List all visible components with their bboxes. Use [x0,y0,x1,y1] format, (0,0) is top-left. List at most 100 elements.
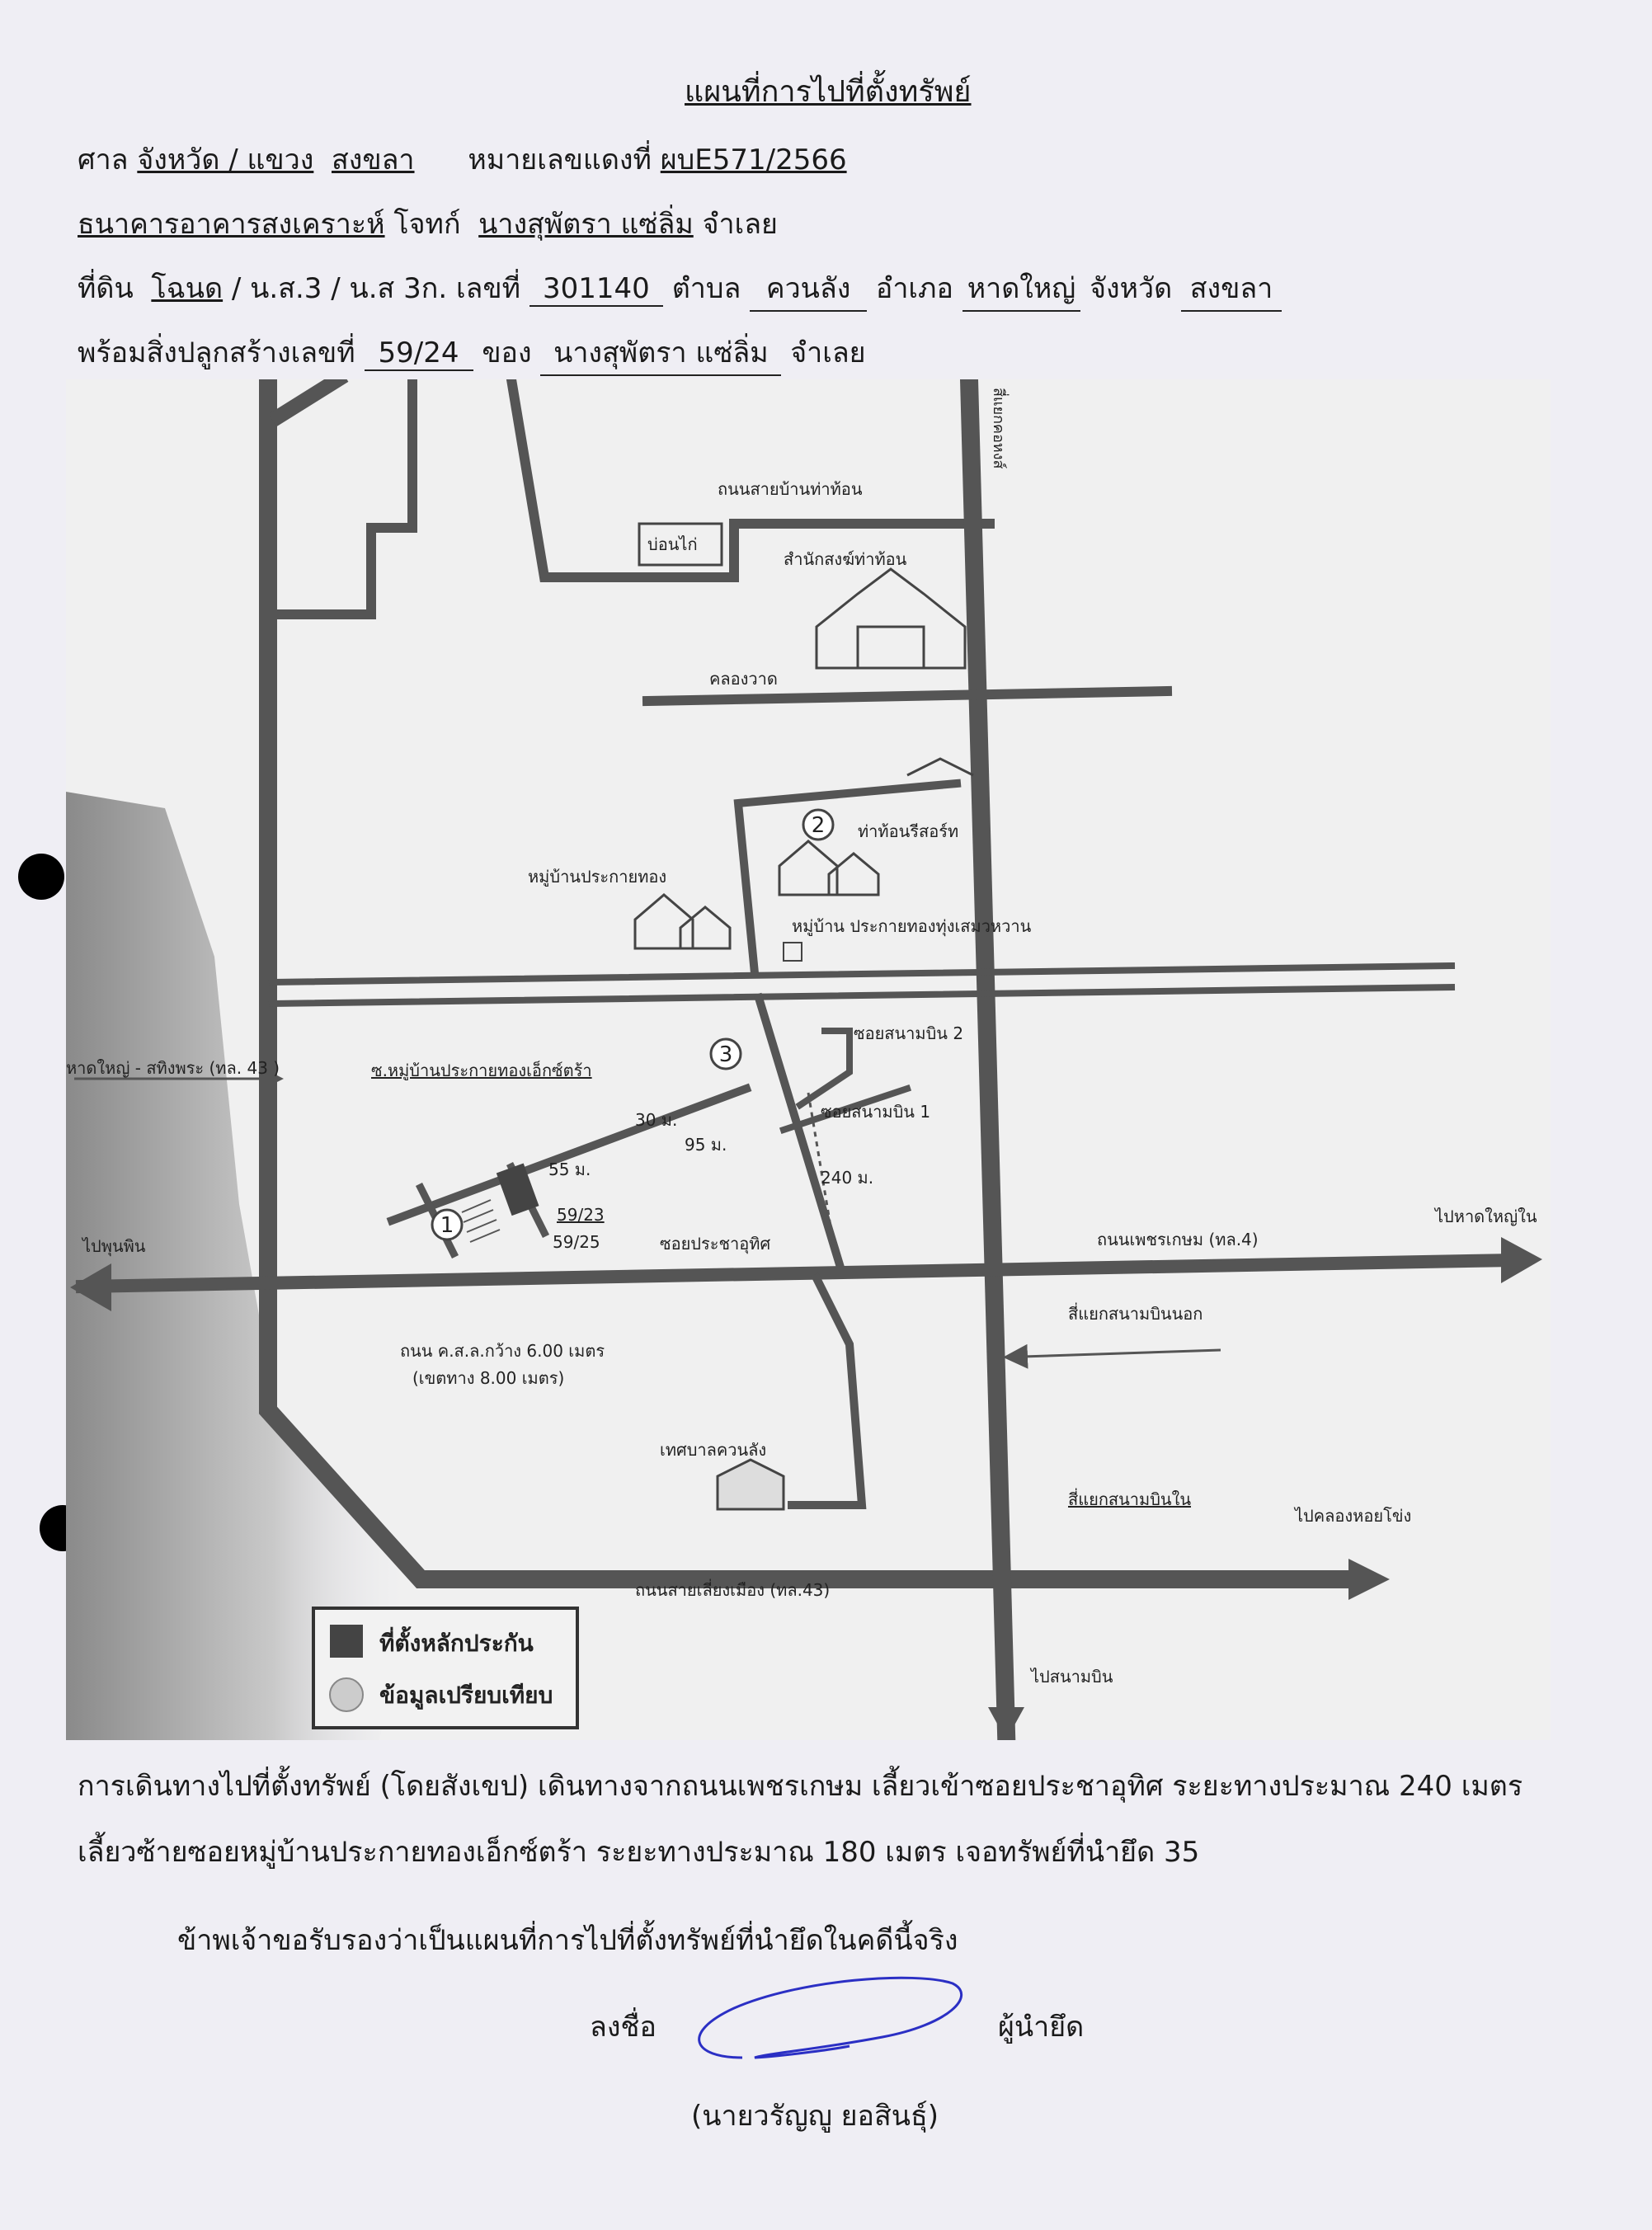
gate-icon [783,942,802,962]
label-road-width: ถนน ค.ส.ล.กว้าง 6.00 เมตร [400,1341,605,1361]
label-municipality: เทศบาลควนลัง [660,1440,766,1460]
document-title: แผนที่การไปที่ตั้งทรัพย์ [685,75,972,109]
svg-text:2: 2 [812,813,826,838]
amphoe-label: อำเภอ [875,272,953,305]
svg-text:3: 3 [719,1042,733,1067]
label-soi-sanambin1: ซอยสนามบิน 1 [821,1102,930,1122]
building-line: พร้อมสิ่งปลูกสร้างเลขที่ 59/24 ของ นางสุ… [78,330,866,376]
province-label: จังหวัด [1090,272,1173,305]
road-left-vertical [259,379,1362,1588]
certification-text: ข้าพเจ้าขอรับรองว่าเป็นแผนที่การไปที่ตั้… [177,1924,958,1957]
municipality-icon [716,1458,785,1511]
court-value: สงขลา [331,143,415,176]
road-petchkasem [75,1253,1521,1294]
land-line: ที่ดิน โฉนด / น.ส.3 / น.ส 3ก. เลขที่ 301… [78,266,1282,312]
label-junction-in: สี่แยกสนามบินใน [1068,1488,1191,1509]
tambon-label: ตำบล [671,272,741,305]
arrow-south [988,1707,1024,1740]
court-prefix: ศาล [78,143,129,176]
court-line: ศาล จังหวัด / แขวง สงขลา หมายเลขแดงที่ ผ… [78,137,847,181]
role-label: ผู้นำยึด [998,2011,1085,2044]
label-soi-extra: ซ.หมู่บ้านประกายทองเอ็กซ์ตร้า [371,1060,592,1081]
owner-name: นางสุพัตรา แซ่ลิ่ม [540,330,782,376]
label-to-phunmi: ไปพุนพิน [81,1236,146,1257]
soi-pracha-utit [753,992,847,1276]
legend-comparison-swatch [329,1677,364,1712]
defendant-label: จำเลย [702,208,778,241]
building-number: 59/24 [364,336,473,371]
label-to-north: สี่แยกคอหงส์ [990,388,1010,469]
label-temple: สำนักสงฆ์ท่าท้อน [784,549,907,569]
signature-scribble [698,1976,963,2059]
legend-comparison-label: ข้อมูลเปรียบเทียบ [379,1682,553,1710]
road-stub [268,379,349,427]
directions-line-2: เลี้ยวซ้ายซอยหมู่บ้านประกายทองเอ็กซ์ตร้า… [78,1836,1200,1869]
arrow-west [70,1263,111,1311]
label-village-pkt-thung: หมู่บ้าน ประกายทองทุ่งเสมวหวาน [792,916,1032,937]
temple-icon [815,567,967,670]
label-junction-out: สี่แยกสนามบินนอก [1068,1302,1203,1324]
plaintiff-label: โจทก์ [393,208,461,241]
deed-type: โฉนด [151,272,224,305]
owner-suffix: จำเลย [790,336,866,369]
arrow-heads [70,1237,1542,1740]
building-label: พร้อมสิ่งปลูกสร้างเลขที่ [78,336,355,369]
label-bypass: ถนนสายเลี่ยงเมือง (ทล.43) [635,1578,830,1600]
scan-shadow [66,792,412,1740]
road-canal [642,685,1173,707]
label-soi-pracha: ซอยประชาอุทิศ [660,1234,770,1254]
soi-sanambin-2 [795,1028,853,1110]
arrow-bypass-east [1348,1559,1390,1600]
marker-3: 3 [709,1037,742,1070]
label-to-khlong-hoi: ไปคลองหอยโข่ง [1293,1506,1411,1526]
case-label: หมายเลขแดงที่ [468,143,652,176]
punch-hole [18,854,64,900]
soi-sanambin-1 [779,1084,912,1135]
label-road-reserve: (เขตทาง 8.00 เมตร) [412,1368,564,1388]
amphoe-value: หาดใหญ่ [962,266,1081,312]
land-label: ที่ดิน [78,272,134,305]
village-icon [633,893,732,950]
marker-1: 1 [431,1208,464,1241]
road-municipality [788,1273,867,1509]
map-legend: ที่ตั้งหลักประกัน ข้อมูลเปรียบเทียบ [312,1607,579,1729]
parties-line: ธนาคารอาคารสงเคราะห์ โจทก์ นางสุพัตรา แซ… [78,201,778,246]
label-village-pkt: หมู่บ้านประกายทอง [528,867,666,887]
label-arrows [74,1066,1221,1369]
bo-kai-box [638,522,723,567]
case-number: ผบE571/2566 [660,143,847,176]
label-d55: 55 ม. [548,1160,591,1179]
label-d95: 95 ม. [685,1135,727,1155]
railway [268,962,1456,1008]
signer-name: (นายวรัญญู ยอสินธุ์) [691,2100,939,2133]
court-label: จังหวัด / แขวง [137,143,314,176]
road-tha-hon [506,379,995,582]
label-road-tha-hon: ถนนสายบ้านท่าท้อน [718,479,863,499]
label-soi-sanambin2: ซอยสนามบิน 2 [854,1023,963,1043]
label-lot-5923: 59/23 [557,1205,605,1225]
plaintiff-name: ธนาคารอาคารสงเคราะห์ [78,208,385,241]
svg-text:1: 1 [440,1213,454,1238]
label-canal: คลองวาด [709,669,778,689]
label-resort: ท่าท้อนรีสอร์ท [858,821,958,841]
label-hatyai-sathing: หาดใหญ่ - สทิงพระ (ทล. 43 ) [66,1058,280,1078]
road-upper-loop [275,379,417,619]
label-d30: 30 ม. [635,1110,677,1130]
label-to-airport: ไปสนามบิน [1029,1667,1113,1687]
deed-others: / น.ส.3 / น.ส 3ก. เลขที่ [231,272,521,305]
label-lot-5925: 59/25 [553,1232,600,1252]
legend-collateral-swatch [330,1625,363,1658]
soi-extra [386,1083,752,1226]
defendant-name: นางสุพัตรา แซ่ลิ่ม [478,208,694,241]
label-d240: 240 ม. [821,1168,873,1188]
deed-number: 301140 [529,272,663,307]
location-map: 1 2 3 ถนนสายบ้านท่าท้อน บ่อนไก่ สำนักสงฆ… [66,379,1551,1740]
road-right-vertical [959,379,1016,1740]
legend-collateral-label: ที่ตั้งหลักประกัน [379,1625,534,1657]
province-value: สงขลา [1181,266,1282,312]
tambon-value: ควนลัง [750,266,868,312]
road-resort [733,779,962,978]
map-labels: ถนนสายบ้านท่าท้อน บ่อนไก่ สำนักสงฆ์ท่าท้… [66,388,1537,1687]
label-bo-kai: บ่อนไก่ [647,534,698,554]
arrow-east [1501,1237,1542,1283]
